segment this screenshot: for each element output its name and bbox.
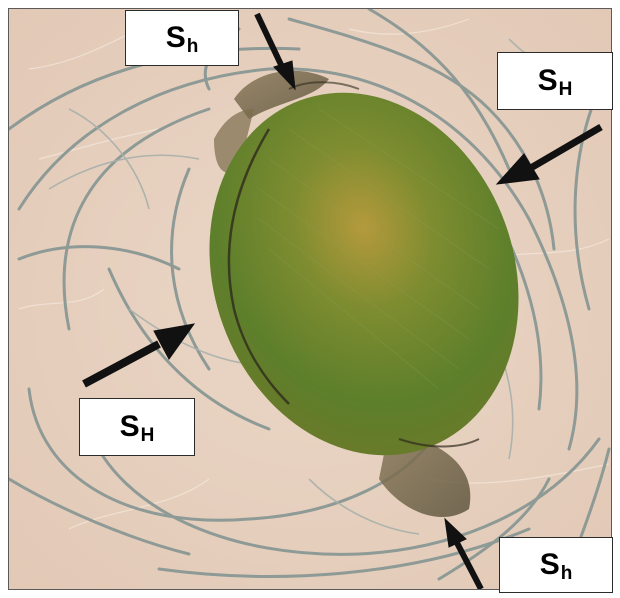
- label-sH-right-sub: H: [559, 80, 573, 99]
- label-sH-left-main: S: [120, 412, 140, 442]
- label-sh-top-main: S: [166, 23, 186, 53]
- label-sH-right-main: S: [538, 66, 558, 96]
- label-sh-top-sub: h: [187, 37, 199, 56]
- label-sh-bottom-sub: h: [561, 564, 573, 583]
- label-sH-left-sub: H: [141, 426, 155, 445]
- label-sh-bottom-main: S: [540, 550, 560, 580]
